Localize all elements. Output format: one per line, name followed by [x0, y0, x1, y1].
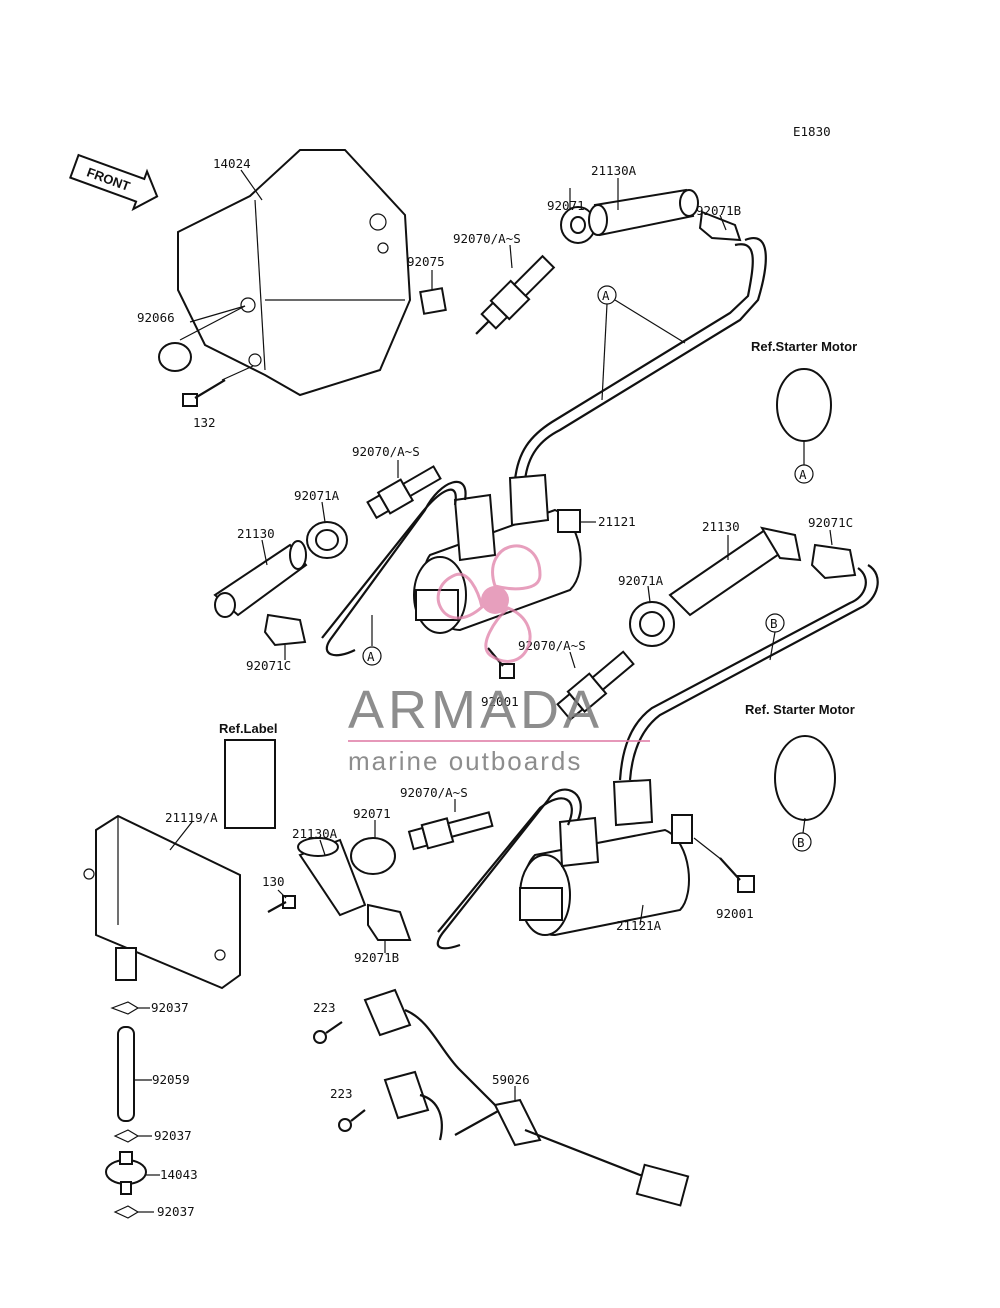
ref-label-text: Ref.Label	[219, 721, 278, 736]
ht-lead-low	[436, 788, 582, 950]
label-92066: 92066	[137, 310, 175, 325]
ht-lead-a	[513, 237, 767, 481]
circle-a-left: A	[367, 649, 375, 664]
filter-14043	[105, 1151, 147, 1195]
clip-92037-b	[113, 1129, 140, 1143]
label-92037-c: 92037	[157, 1204, 195, 1219]
label-21130A-top: 21130A	[591, 163, 637, 178]
label-21121A: 21121A	[616, 918, 662, 933]
ref-starter-motor-1: Ref.Starter Motor	[751, 339, 857, 354]
label-92070-low: 92070/A~S	[400, 785, 468, 800]
label-130: 130	[262, 874, 285, 889]
label-92075: 92075	[407, 254, 445, 269]
watermark-brand: ARMADA	[348, 680, 603, 740]
cap-92071-top	[560, 206, 596, 244]
label-21130A-low: 21130A	[292, 826, 338, 841]
label-92001-right: 92001	[716, 906, 754, 921]
label-223-b: 223	[330, 1086, 353, 1101]
label-21130-right: 21130	[702, 519, 740, 534]
bolt-92001-mid	[487, 647, 515, 679]
ignition-coil-21121A	[519, 778, 693, 937]
label-92071B-low: 92071B	[354, 950, 399, 965]
circle-b-ring: B	[797, 835, 805, 850]
starter-ring-b	[774, 735, 836, 821]
bolt-132	[182, 379, 226, 407]
watermark-tagline: marine outboards	[348, 746, 582, 776]
label-92070-right: 92070/A~S	[518, 638, 586, 653]
circle-b-wire: B	[770, 616, 778, 631]
cap-92071-low	[350, 837, 396, 875]
label-92071-top: 92071	[547, 198, 585, 213]
cap-92071B-top	[698, 210, 742, 242]
label-92071C-left: 92071C	[246, 658, 291, 673]
bolt-130	[267, 895, 296, 913]
label-21121: 21121	[598, 514, 636, 529]
clip-92037-c	[113, 1205, 140, 1219]
label-21130-left: 21130	[237, 526, 275, 541]
diagram-code: E1830	[793, 124, 831, 139]
watermark: ARMADA marine outboards	[348, 544, 650, 776]
label-223-a: 223	[313, 1000, 336, 1015]
spark-plug-top	[475, 254, 556, 335]
pad-92075	[419, 287, 447, 315]
spark-plug-right	[556, 650, 635, 721]
screw-223-a	[313, 1021, 343, 1044]
label-92037-a: 92037	[151, 1000, 189, 1015]
tube-92059	[117, 1026, 135, 1122]
label-92071B-top: 92071B	[696, 203, 741, 218]
cap-92071B-low	[367, 903, 412, 941]
label-92071C-right: 92071C	[808, 515, 853, 530]
label-132: 132	[193, 415, 216, 430]
clip-92037-a	[110, 1001, 140, 1015]
plug-lead-21130-left	[213, 540, 308, 618]
cdi-unit-21119A	[83, 814, 241, 990]
plug-92066	[158, 342, 192, 372]
label-21119A: 21119/A	[165, 810, 218, 825]
ignition-cover	[177, 149, 412, 397]
label-92070-mid: 92070/A~S	[352, 444, 420, 459]
plug-lead-21130A-low	[297, 837, 367, 917]
label-14043: 14043	[160, 1167, 198, 1182]
cap-92071A-right	[629, 601, 675, 647]
plug-lead-21130A-top	[588, 188, 699, 237]
label-14024: 14024	[213, 156, 251, 171]
circle-a-ring: A	[799, 467, 807, 482]
propeller-logo-icon	[436, 544, 542, 663]
label-92001-mid: 92001	[481, 694, 519, 709]
ref-label-plate	[224, 739, 276, 829]
wire-harness-59026	[363, 988, 690, 1207]
cap-92071C-left	[263, 613, 307, 647]
label-92037-b: 92037	[154, 1128, 192, 1143]
cap-92071A-left	[306, 521, 348, 559]
bolt-92001-right	[719, 857, 755, 893]
ignition-coil-21121	[413, 473, 582, 634]
ht-lead-b	[628, 564, 879, 781]
label-59026: 59026	[492, 1072, 530, 1087]
circle-a-wire: A	[602, 288, 610, 303]
starter-ring-a	[776, 368, 832, 442]
label-92071-low: 92071	[353, 806, 391, 821]
label-92071A-right: 92071A	[618, 573, 664, 588]
label-92059: 92059	[152, 1072, 190, 1087]
label-92070-top: 92070/A~S	[453, 231, 521, 246]
front-arrow-icon: FRONT	[69, 153, 159, 212]
spark-plug-low	[407, 811, 494, 851]
ref-starter-motor-2: Ref. Starter Motor	[745, 702, 855, 717]
cap-92071C-right	[810, 543, 857, 580]
plug-lead-21130-right	[668, 526, 802, 617]
screw-223-b	[338, 1109, 366, 1132]
spark-plug-mid	[366, 465, 442, 520]
label-92071A-left: 92071A	[294, 488, 340, 503]
